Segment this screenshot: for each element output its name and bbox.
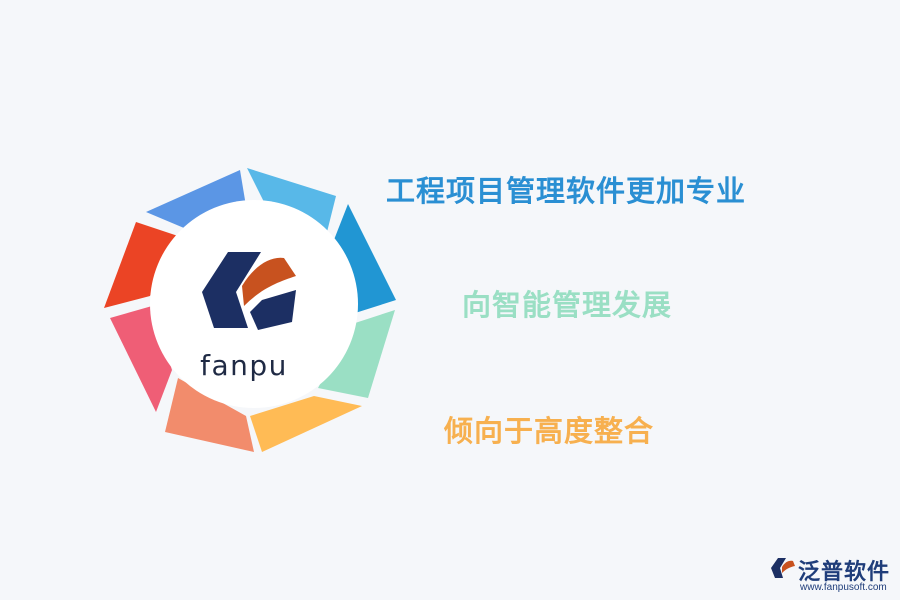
wheel-segment-mint (318, 310, 395, 398)
logo-orange-shape (242, 257, 296, 306)
brand-name: 泛普软件 (798, 560, 891, 585)
brand-watermark: 泛普软件 www.fanpusoft.com (770, 554, 896, 596)
logo-navy-shape (202, 252, 261, 328)
brand-url: www.fanpusoft.com (800, 582, 887, 593)
wheel-segment-salmon (165, 378, 254, 452)
logo-text: fanpu (200, 349, 288, 382)
brand-logo-icon (771, 558, 795, 578)
wheel-segment-yellow (250, 396, 362, 452)
wheel-center (150, 200, 358, 408)
headline-professional: 工程项目管理软件更加专业 (386, 174, 747, 208)
logo-navy-lower-shape (250, 290, 296, 330)
headline-intelligent: 向智能管理发展 (462, 288, 673, 322)
fanpu-logo-icon (202, 252, 296, 330)
wheel-segment-red (104, 222, 178, 308)
wheel-graphic: fanpu (104, 168, 396, 452)
headline-integration: 倾向于高度整合 (444, 414, 655, 448)
